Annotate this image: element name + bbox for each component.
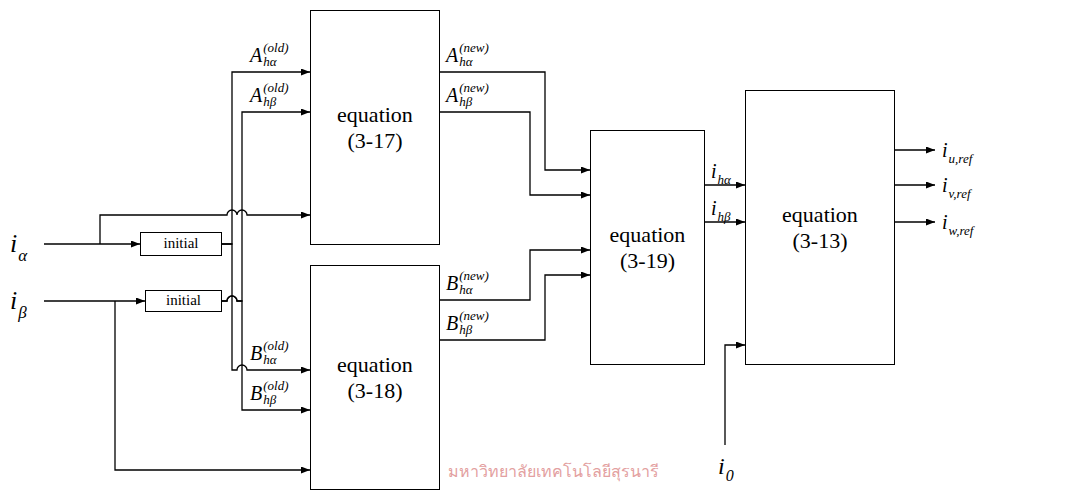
symbol-base: A <box>250 45 262 65</box>
symbol-subscript: β <box>18 304 26 321</box>
box-label: equation (3-19) <box>602 222 694 273</box>
symbol-superscript: (new) <box>459 41 489 55</box>
symbol-subscript: hβ <box>263 393 288 407</box>
process-box: equation (3-18) <box>310 265 440 490</box>
input-wire <box>44 300 145 301</box>
symbol-scripts: hα(new) <box>459 41 489 69</box>
symbol-subscript: v,ref <box>949 187 971 200</box>
process-box: equation (3-19) <box>590 130 705 365</box>
symbol-subscript: hα <box>263 353 288 367</box>
signal-name: Ahα(new) <box>446 41 489 69</box>
symbol-scripts: hα(old) <box>263 41 288 69</box>
symbol-scripts: hα(old) <box>263 339 288 367</box>
symbol-superscript: (old) <box>263 339 288 353</box>
symbol-base: i <box>711 198 717 218</box>
signal-name: Bhβ(old) <box>250 379 289 407</box>
box-label: equation (3-18) <box>328 352 423 403</box>
box-label: initial <box>164 235 199 252</box>
symbol-scripts: hβ(new) <box>459 81 489 109</box>
symbol-scripts: hα(new) <box>459 269 489 297</box>
signal-name: iv,ref <box>942 175 971 195</box>
symbol-subscript: hβ <box>459 323 489 337</box>
symbol-base: B <box>446 313 458 333</box>
signal-arrow <box>222 112 310 301</box>
output-wire <box>895 221 935 222</box>
symbol-base: i <box>942 212 948 232</box>
symbol-base: B <box>446 273 458 293</box>
symbol-subscript: 0 <box>726 468 734 484</box>
signal-arrow <box>222 72 310 244</box>
signal-name: iβ <box>10 288 27 314</box>
symbol-base: i <box>718 454 725 478</box>
symbol-subscript: hα <box>459 55 489 69</box>
signal-name: ihα <box>711 161 731 181</box>
signal-arrow <box>440 275 590 340</box>
symbol-base: i <box>942 140 948 160</box>
symbol-subscript: hα <box>718 173 731 186</box>
symbol-subscript: u,ref <box>949 152 973 165</box>
symbol-base: i <box>711 161 717 181</box>
signal-name: Ahβ(old) <box>250 81 289 109</box>
box-label: equation (3-17) <box>328 102 423 153</box>
box-label: initial <box>166 292 201 309</box>
symbol-scripts: hβ(old) <box>263 379 288 407</box>
symbol-superscript: (old) <box>263 41 288 55</box>
process-box: equation (3-13) <box>745 90 895 365</box>
symbol-subscript: hβ <box>263 95 288 109</box>
signal-name: ihβ <box>711 198 731 218</box>
symbol-subscript: hβ <box>459 95 489 109</box>
signal-name: iα <box>10 231 27 257</box>
symbol-subscript: α <box>18 247 27 264</box>
signal-name: Bhβ(new) <box>446 309 489 337</box>
symbol-subscript: w,ref <box>949 224 974 237</box>
watermark-text: มหาวิทยาลัยเทคโนโลยีสุรนารี <box>448 464 659 480</box>
symbol-scripts: hβ(new) <box>459 309 489 337</box>
signal-name: iw,ref <box>942 212 973 232</box>
signal-arrow <box>222 244 310 370</box>
signal-name: Bhα(old) <box>250 339 289 367</box>
symbol-base: A <box>250 85 262 105</box>
init-box: initial <box>145 290 222 312</box>
output-wire <box>895 184 935 185</box>
signal-arrow <box>440 112 590 195</box>
signal-name: Bhα(new) <box>446 269 489 297</box>
symbol-base: i <box>942 175 948 195</box>
symbol-superscript: (new) <box>459 81 489 95</box>
input-wire <box>115 301 310 470</box>
symbol-superscript: (new) <box>459 269 489 283</box>
symbol-base: B <box>250 343 262 363</box>
signal-name: iu,ref <box>942 140 972 160</box>
output-wire <box>895 149 935 150</box>
signal-name: Ahα(old) <box>250 41 289 69</box>
input-wire <box>725 345 745 445</box>
init-box: initial <box>140 232 222 256</box>
signal-name: Ahβ(new) <box>446 81 489 109</box>
symbol-subscript: hα <box>459 283 489 297</box>
signal-name: i0 <box>718 454 734 478</box>
symbol-base: i <box>10 231 17 257</box>
symbol-superscript: (old) <box>263 81 288 95</box>
symbol-scripts: hβ(old) <box>263 81 288 109</box>
symbol-base: A <box>446 85 458 105</box>
input-wire <box>44 243 140 244</box>
signal-arrow <box>222 296 310 410</box>
symbol-superscript: (new) <box>459 309 489 323</box>
symbol-base: i <box>10 288 17 314</box>
symbol-base: A <box>446 45 458 65</box>
symbol-subscript: hα <box>263 55 288 69</box>
process-box: equation (3-17) <box>310 10 440 245</box>
signal-arrow <box>440 72 590 170</box>
symbol-subscript: hβ <box>718 210 731 223</box>
box-label: equation (3-13) <box>773 202 868 253</box>
symbol-base: B <box>250 383 262 403</box>
symbol-superscript: (old) <box>263 379 288 393</box>
